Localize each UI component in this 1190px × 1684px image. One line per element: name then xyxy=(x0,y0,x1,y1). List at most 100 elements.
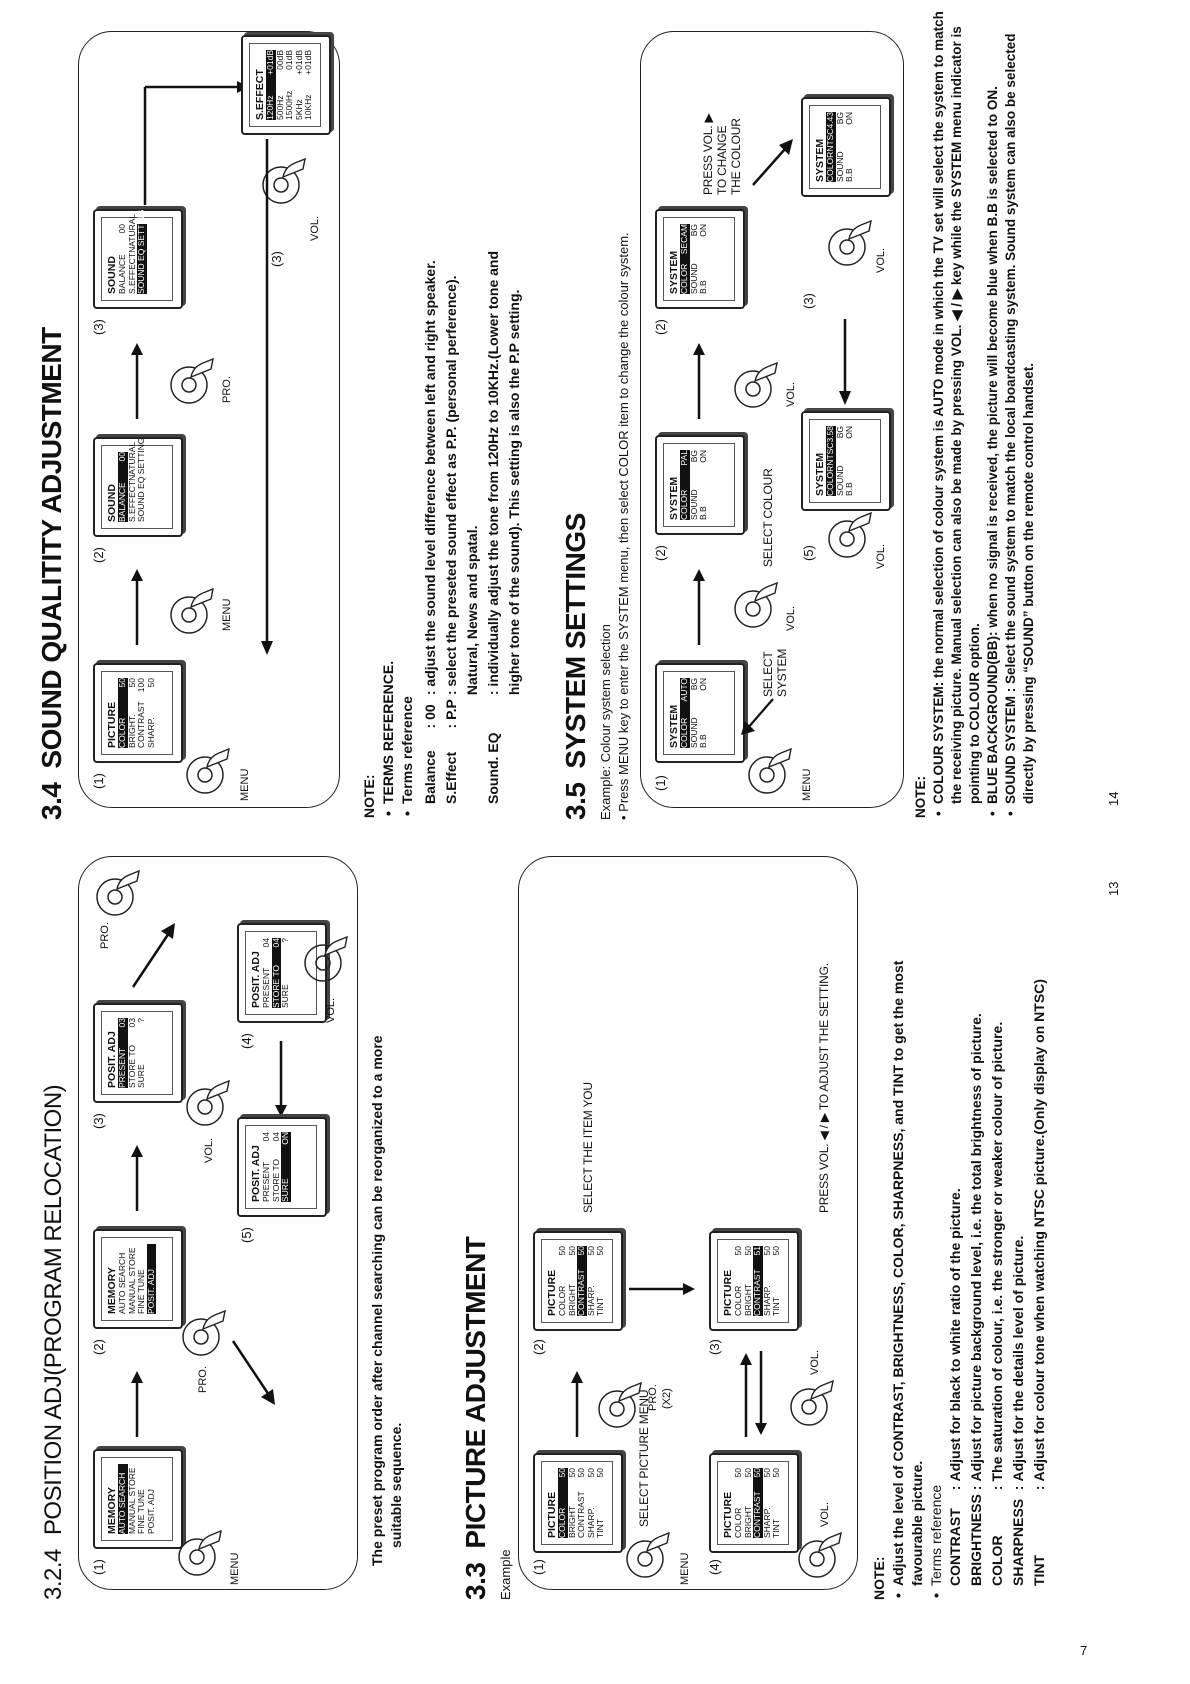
remote-control xyxy=(731,579,783,631)
step-label: (1) xyxy=(91,773,106,789)
term-row: BRIGHTNESS: Adjust for picture background… xyxy=(967,975,988,1586)
osd-item: SOUND EQ SETTING xyxy=(136,209,146,294)
note-text: Terms reference xyxy=(928,1484,944,1586)
term-row: COLOR:The saturation of colour, i.e. the… xyxy=(988,975,1009,1586)
term-cell xyxy=(505,728,526,804)
remote-control xyxy=(623,1529,675,1581)
osd-row: SHARP.50 xyxy=(146,678,157,748)
step-label: (2) xyxy=(91,1339,106,1355)
term-cell: Adjust for black to white ratio of the p… xyxy=(947,1188,963,1482)
remote-control xyxy=(179,1307,231,1359)
arrow-left-icon xyxy=(275,1041,287,1117)
term-cell: : xyxy=(989,1485,1005,1491)
remote-control xyxy=(167,355,219,407)
term-cell: Adjust for picture background level, i.e… xyxy=(968,1013,984,1482)
arrow-right-icon xyxy=(571,1371,583,1437)
section-number: 3.3 xyxy=(460,1562,491,1600)
osd-value: ? xyxy=(280,938,290,943)
text-line: suitable sequence. xyxy=(388,1422,404,1548)
osd-item: SURE xyxy=(280,1178,290,1202)
remote-label: MENU xyxy=(221,598,233,631)
remote-label: VOL. xyxy=(785,605,797,631)
footer-page-number: 13 xyxy=(1106,881,1121,896)
remote-control xyxy=(259,155,311,207)
arrow-down-left-icon xyxy=(231,1340,275,1405)
osd-value: ON xyxy=(844,426,854,439)
step-label: (2) xyxy=(91,547,106,563)
section-number: 3.2.4 xyxy=(40,1549,67,1600)
osd-row: SURE? xyxy=(136,1018,147,1088)
label-line: SELECT xyxy=(761,651,775,697)
term-cell: SHARPNESS xyxy=(1010,1498,1026,1586)
remote-control xyxy=(183,745,235,797)
term-cell xyxy=(484,695,505,728)
note-item: Adjust the level of CONTRAST, BRIGHTNESS… xyxy=(889,855,927,1586)
remote-label: VOL. xyxy=(819,1501,831,1527)
term-cell: : xyxy=(968,1485,984,1491)
left-page: 3.2.4POSITION ADJ(PROGRAM RELOCATION) (1… xyxy=(0,842,1190,1684)
remote-label: VOL. xyxy=(809,1349,821,1375)
term-row: Natural, News and spatal. xyxy=(463,247,484,804)
term-cell: COLOR xyxy=(989,1535,1005,1586)
arrow-down-icon xyxy=(143,81,249,205)
step-label: (5) xyxy=(239,1227,254,1243)
osd-row: POSIT. ADJ xyxy=(145,1464,157,1534)
step-label: (2) xyxy=(653,545,668,561)
osd-row: 10KHz+01dB xyxy=(303,50,314,120)
term-cell: Sound. EQ xyxy=(485,732,501,804)
term-row: Sound. EQ: individually adjust the tone … xyxy=(484,247,505,804)
osd-item: B.B xyxy=(698,734,708,748)
term-row: Balance: 00: adjust the sound level diff… xyxy=(421,247,442,804)
note-list: COLOUR SYSTEM: the normal selection of c… xyxy=(930,8,1038,818)
osd-item: SURE xyxy=(280,984,290,1008)
osd-value: 50 xyxy=(595,1468,605,1478)
right-page: 3.4SOUND QUALITITY ADJUSTMENT (1) PICTUR… xyxy=(0,0,1190,842)
term-row: S.Effect: P.P: select the preseted sound… xyxy=(442,247,463,804)
arrow-left-icon xyxy=(839,319,851,405)
arrow-right-icon xyxy=(693,569,705,645)
arrow-right-icon xyxy=(131,569,143,645)
note-heading: NOTE: xyxy=(361,774,377,818)
term-cell: : xyxy=(947,1485,963,1491)
remote-label: VOL. xyxy=(325,997,337,1023)
osd-value: ON xyxy=(844,112,854,125)
remote-label: VOL. xyxy=(203,1137,215,1163)
note-item: BLUE BACKGROUND(BB): when no signal is r… xyxy=(984,8,1002,804)
remote-control xyxy=(595,1379,647,1431)
term-cell: : 00 xyxy=(422,704,438,729)
osd-item: POSIT. ADJ xyxy=(145,1489,156,1534)
term-cell xyxy=(463,695,484,728)
remote-label: PRO. xyxy=(99,922,111,949)
osd-value: 50 xyxy=(771,1246,781,1256)
term-cell: BRIGHTNESS xyxy=(968,1494,984,1586)
section-35-heading: 3.5SYSTEM SETTINGS xyxy=(560,513,592,820)
remote-control xyxy=(795,1529,847,1581)
term-cell xyxy=(463,728,484,804)
step-label: (3) xyxy=(91,319,106,335)
note-list: TERMS REFERENCE. Terms reference xyxy=(379,18,417,818)
arrow-swap-icon xyxy=(740,1351,767,1437)
section-number: 3.5 xyxy=(560,782,591,820)
note-item: COLOUR SYSTEM: the normal selection of c… xyxy=(930,8,984,804)
remote-label: MENU xyxy=(679,1552,691,1585)
remote-control xyxy=(93,867,145,919)
